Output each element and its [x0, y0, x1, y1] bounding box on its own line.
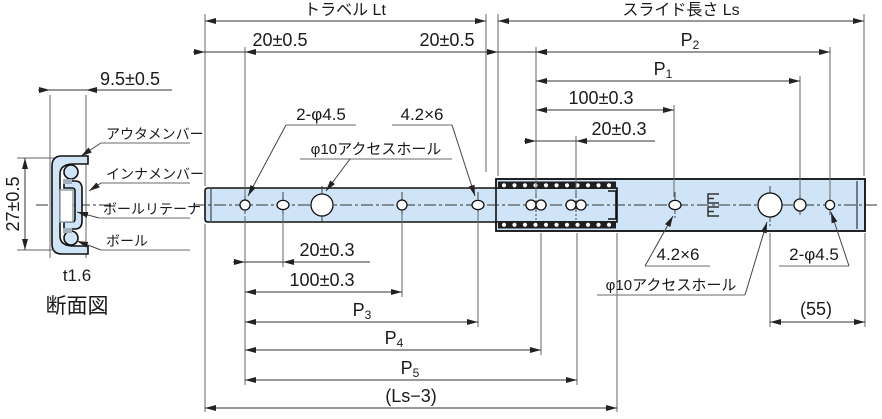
outer-slot — [668, 199, 682, 211]
inner-slot — [276, 199, 290, 211]
p2-dim: P2 — [681, 30, 700, 52]
section-height-dimension — [17, 157, 54, 251]
outer-hole — [793, 198, 807, 212]
pitch-20-top-dim: 20±0.3 — [592, 119, 647, 139]
access-hole-top-label: φ10アクセスホール — [311, 141, 442, 158]
section-retainer-clip-bottom — [63, 228, 72, 233]
section-height-dim-text: 27±0.5 — [3, 177, 23, 232]
main-side-view — [193, 178, 878, 232]
slot-42x6-bottom-label: 4.2×6 — [656, 245, 699, 264]
bottom-callout-leaders — [597, 211, 850, 296]
outer-member-holes — [525, 192, 836, 218]
slide-length-dim-label: スライド長さ Ls — [622, 1, 739, 19]
top-dimension-lines — [193, 18, 864, 144]
section-ball-retainer — [59, 189, 74, 223]
p5-dim: P5 — [401, 358, 420, 380]
p1-dim: P1 — [654, 59, 673, 81]
p3-dim: P3 — [353, 300, 372, 322]
access-hole-bottom-label: φ10アクセスホール — [606, 277, 737, 294]
end-distance-55-dim: (55) — [800, 299, 832, 319]
top-extension-lines — [204, 14, 865, 199]
section-ball-bottom — [63, 230, 79, 246]
section-width-dim-text: 9.5±0.5 — [100, 69, 160, 89]
inner-slot-2 — [471, 199, 485, 211]
bottom-extension-lines — [204, 212, 866, 412]
section-callout-leaders — [76, 142, 190, 251]
section-view-caption: 断面図 — [46, 295, 109, 318]
inner-length-dim: (Ls−3) — [385, 386, 437, 406]
section-ball-top — [63, 164, 79, 180]
top-callout-leaders — [247, 124, 476, 197]
bottom-dimension-lines — [205, 259, 865, 411]
inner-hole-phi45-2 — [396, 199, 408, 211]
outer-member-label: アウタメンバー — [106, 126, 204, 142]
ball-label: ボール — [106, 233, 148, 249]
pitch-100-bottom-dim: 100±0.3 — [290, 270, 355, 290]
pitch-100-top-dim: 100±0.3 — [569, 88, 634, 108]
inner-access-hole-phi10 — [310, 193, 334, 217]
end-offset-right-dim: 20±0.5 — [420, 30, 475, 50]
end-offset-left-dim: 20±0.5 — [253, 30, 308, 50]
ball-retainer-strips — [498, 181, 616, 229]
thickness-label: t1.6 — [63, 266, 91, 285]
section-retainer-clip-top — [63, 179, 72, 184]
outer-hole-phi45 — [824, 199, 836, 211]
pitch-20-bottom-dim: 20±0.3 — [300, 240, 355, 260]
holes-2phi45-bottom-label: 2-φ4.5 — [789, 245, 839, 264]
maker-stamp-icon — [707, 193, 719, 217]
ball-retainer-label: ボールリテーナ — [103, 201, 201, 217]
holes-2phi45-top-label: 2-φ4.5 — [296, 105, 346, 124]
cross-section-view: 9.5±0.5 27±0.5 アウタメンバー インナメンバー ボールリテーナ ボ… — [3, 69, 204, 318]
slot-42x6-top-label: 4.2×6 — [400, 105, 443, 124]
outer-access-hole-phi10 — [757, 192, 783, 218]
inner-hole-phi45 — [239, 199, 251, 211]
inner-member-label: インナメンバー — [106, 166, 204, 182]
inner-member-holes — [239, 193, 485, 217]
travel-dim-label: トラベル Lt — [304, 2, 386, 19]
p4-dim: P4 — [385, 328, 404, 350]
